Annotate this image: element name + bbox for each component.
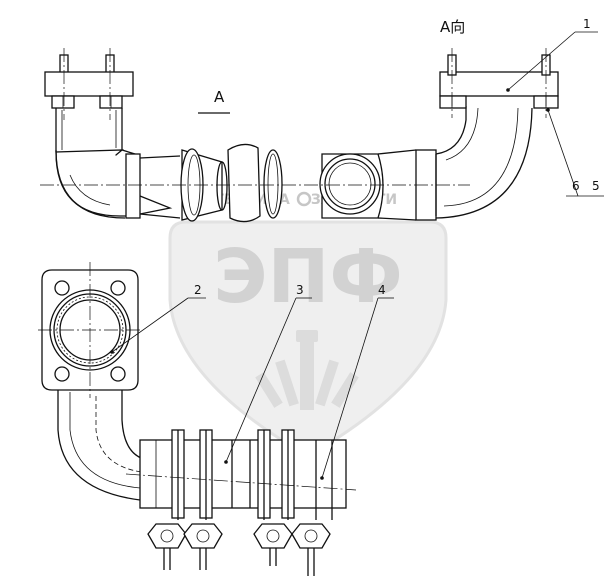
watermark-logo-text: ЭПФ — [213, 234, 403, 320]
watermark: ЭПФ ТЕХНИКА ЗАПЧАСТИ — [168, 191, 448, 458]
watermark-gear-icon — [296, 191, 312, 207]
callout-2-text: 2 — [194, 283, 202, 297]
top-clamp-ring — [227, 143, 283, 223]
section-label-text: A — [214, 88, 225, 106]
callout-1: 1 — [506, 17, 598, 92]
top-tee-socket — [319, 149, 417, 221]
callout-1-text: 1 — [583, 17, 591, 31]
callout-6-text: 6 — [572, 179, 580, 193]
callout-5-text: 5 — [592, 179, 600, 193]
view-direction-label: A向 — [440, 18, 465, 36]
callout-3: 3 — [224, 283, 312, 464]
bottom-pipe-bend — [57, 390, 149, 501]
callout-4: 4 — [320, 283, 394, 480]
callout-5-6: 6 5 — [546, 108, 604, 197]
callout-2: 2 — [110, 283, 206, 354]
section-label-a: A — [198, 88, 230, 114]
top-left-flange-assembly — [44, 48, 181, 219]
bottom-clamp-body — [125, 429, 357, 576]
bottom-flange-face — [38, 262, 142, 398]
top-right-flange-assembly — [415, 48, 559, 221]
callout-3-text: 3 — [296, 283, 304, 297]
callout-4-text: 4 — [378, 283, 386, 297]
